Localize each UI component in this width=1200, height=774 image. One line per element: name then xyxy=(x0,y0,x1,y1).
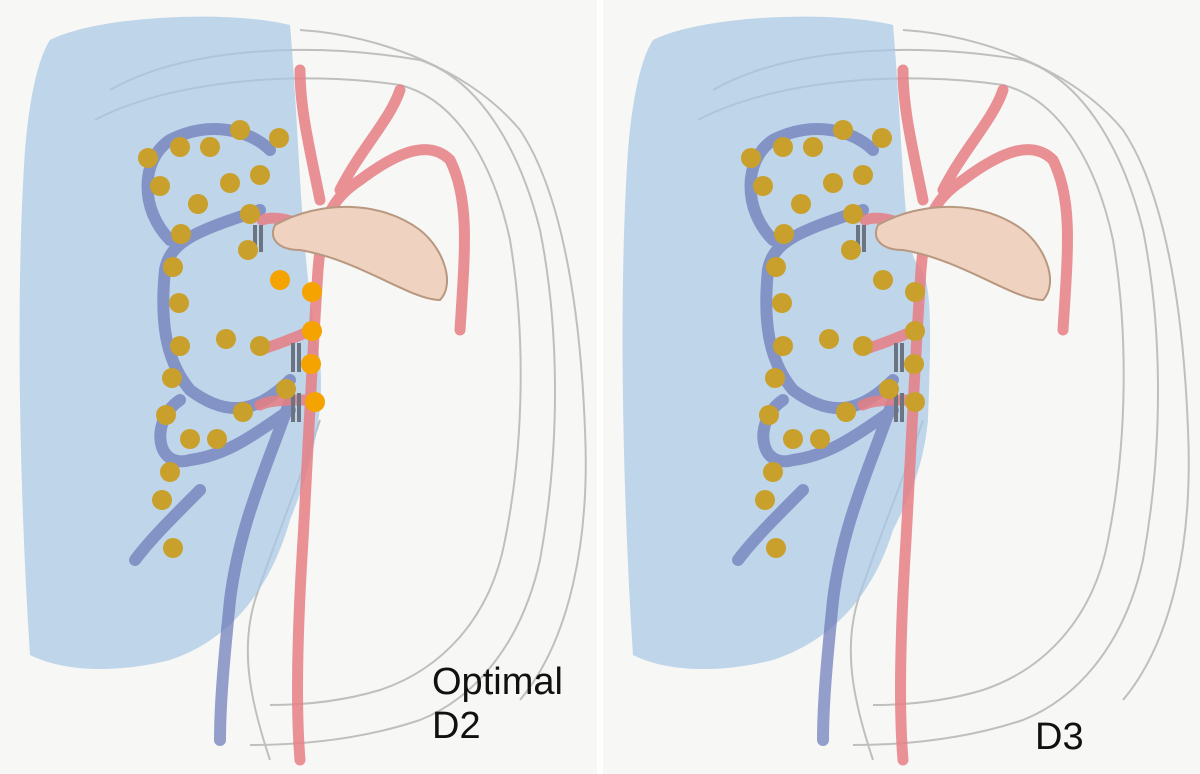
panel-d3: D3 xyxy=(603,0,1200,774)
caption-optimal-d2: Optimal D2 xyxy=(432,660,563,748)
anatomy-illustration xyxy=(0,0,597,774)
panel-optimal-d2: Optimal D2 xyxy=(0,0,597,774)
caption-d3: D3 xyxy=(1035,715,1084,759)
caption-line: D2 xyxy=(432,704,563,748)
caption-line: D3 xyxy=(1035,715,1084,759)
anatomy-illustration xyxy=(603,0,1200,774)
caption-line: Optimal xyxy=(432,660,563,704)
